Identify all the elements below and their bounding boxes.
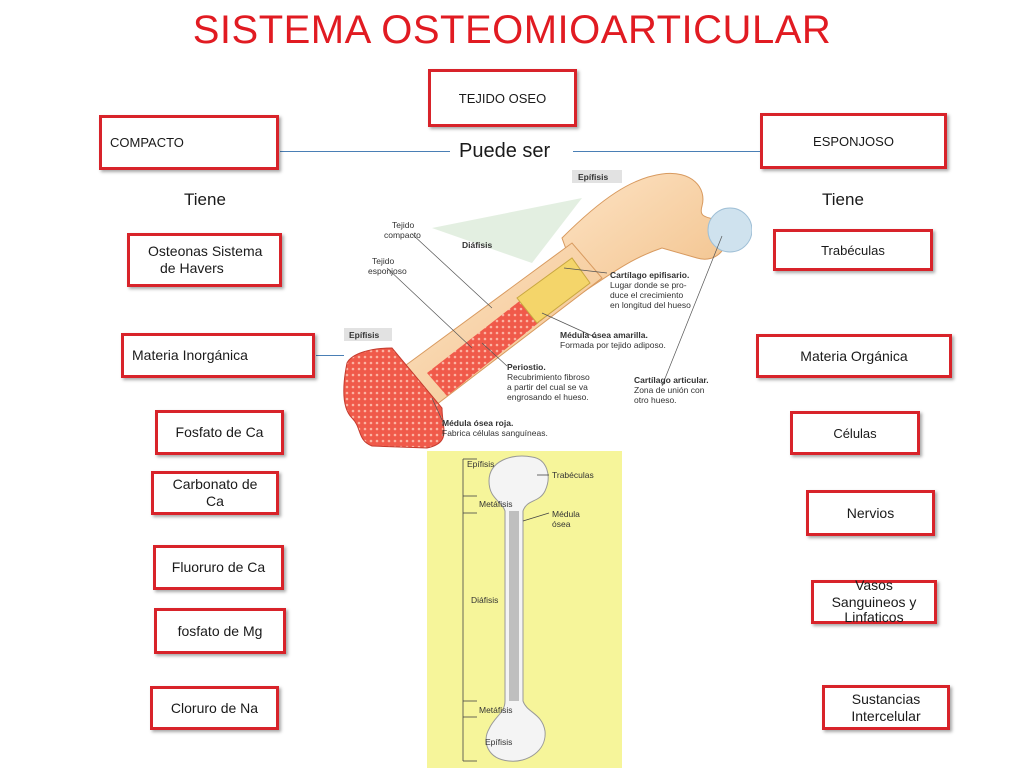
medula-roja-line2: Fabrica células sanguíneas. bbox=[442, 428, 548, 438]
cartilago-articular-line1: Cartílago articular. bbox=[634, 375, 709, 385]
upper-epiphysis bbox=[561, 172, 727, 294]
materia-inorganica-label: Materia Inorgánica bbox=[132, 347, 248, 363]
carbonato-ca-box: Carbonato de Ca bbox=[151, 471, 279, 515]
lower-epiphysis bbox=[343, 347, 445, 449]
cartilago-articular-line3: otro hueso. bbox=[634, 395, 677, 405]
sustancias-line2: Intercelular bbox=[851, 707, 921, 724]
cartilago-epifisario-line3: duce el crecimiento bbox=[610, 290, 684, 300]
connector-materia bbox=[316, 355, 344, 356]
compacto-label: COMPACTO bbox=[110, 135, 184, 150]
fosfato-mg-label: fosfato de Mg bbox=[177, 622, 263, 639]
trabeculas-box: Trabéculas bbox=[773, 229, 933, 271]
fosfato-mg-box: fosfato de Mg bbox=[154, 608, 286, 654]
connector-left bbox=[280, 151, 450, 152]
medula-amarilla-line2: Formada por tejido adiposo. bbox=[560, 340, 666, 350]
cartilago-epifisario-line2: Lugar donde se pro- bbox=[610, 280, 687, 290]
cloruro-na-label: Cloruro de Na bbox=[170, 699, 259, 716]
esponjoso-label: ESPONJOSO bbox=[813, 133, 894, 149]
cloruro-na-box: Cloruro de Na bbox=[150, 686, 279, 730]
fluoruro-ca-box: Fluoruro de Ca bbox=[153, 545, 284, 590]
fosfato-ca-label: Fosfato de Ca bbox=[175, 424, 264, 440]
tiene-left-label: Tiene bbox=[184, 190, 226, 209]
materia-inorganica-box: Materia Inorgánica bbox=[121, 333, 315, 378]
tejido-compacto-line2: compacto bbox=[384, 230, 421, 240]
articular-cartilage bbox=[707, 207, 752, 253]
tejido-oseo-box: TEJIDO OSEO bbox=[428, 69, 577, 127]
materia-organica-label: Materia Orgánica bbox=[800, 347, 908, 364]
osteonas-box: Osteonas Sistema de Havers bbox=[127, 233, 282, 287]
epifisis-left-tag bbox=[344, 328, 392, 341]
femur-medula-line1: Médula bbox=[552, 509, 580, 519]
epifisis-top-label: Epífisis bbox=[578, 172, 609, 182]
femur-epifisis-bottom: Epífisis bbox=[485, 737, 512, 747]
carbonato-line2: Ca bbox=[206, 493, 224, 509]
medula-roja-line1: Médula ósea roja. bbox=[442, 418, 513, 428]
femur-diafisis: Diáfisis bbox=[471, 595, 498, 605]
vasos-box: Vasos Sanguineos y Linfaticos bbox=[811, 577, 937, 625]
celulas-label: Células bbox=[833, 425, 877, 441]
compacto-box: COMPACTO bbox=[99, 115, 279, 170]
celulas-box: Células bbox=[790, 411, 920, 455]
vasos-line3: Linfaticos bbox=[844, 609, 904, 625]
puede-ser-label: Puede ser bbox=[459, 140, 551, 162]
femur-metafisis-top: Metáfisis bbox=[479, 499, 513, 509]
osteonas-line1: Osteonas Sistema bbox=[148, 243, 263, 259]
femur-metafisis-bottom: Metáfisis bbox=[479, 705, 513, 715]
yellow-marrow bbox=[516, 257, 591, 324]
periostio-line1: Periostio. bbox=[507, 362, 546, 372]
periostio-line3: a partir del cual se va bbox=[507, 382, 588, 392]
tejido-esponjoso-line1: Tejido bbox=[372, 256, 394, 266]
cartilago-articular-line2: Zona de unión con bbox=[634, 385, 705, 395]
femur-epifisis-top: Epífisis bbox=[467, 459, 494, 469]
trabeculas-label: Trabéculas bbox=[821, 242, 885, 258]
page-title: SISTEMA OSTEOMIOARTICULAR bbox=[192, 8, 832, 52]
long-bone-illustration: Epífisis Tejido compacto Tejido esponjos… bbox=[343, 170, 752, 449]
tejido-oseo-label: TEJIDO OSEO bbox=[458, 90, 547, 106]
vasos-line1: Vasos bbox=[855, 577, 893, 593]
cartilago-epifisario-line1: Cartílago epifisario. bbox=[610, 270, 689, 280]
fosfato-ca-box: Fosfato de Ca bbox=[155, 410, 284, 455]
vasos-line2: Sanguineos y bbox=[831, 594, 917, 610]
periostio-line4: engrosando el hueso. bbox=[507, 392, 589, 402]
tiene-right-label: Tiene bbox=[822, 190, 864, 209]
epifisis-top-tag bbox=[572, 170, 622, 183]
nervios-box: Nervios bbox=[806, 490, 935, 536]
tejido-compacto-line1: Tejido bbox=[392, 220, 414, 230]
epifisis-left-label: Epífisis bbox=[349, 330, 380, 340]
connector-right bbox=[573, 151, 761, 152]
diafisis-label: Diáfisis bbox=[462, 240, 493, 250]
femur-trabeculas: Trabéculas bbox=[552, 470, 594, 480]
periostio-line2: Recubrimiento fibroso bbox=[507, 372, 590, 382]
cartilago-epifisario-line4: en longitud del hueso bbox=[610, 300, 691, 310]
nervios-label: Nervios bbox=[846, 504, 895, 521]
femur-medula-line2: ósea bbox=[552, 519, 571, 529]
esponjoso-box: ESPONJOSO bbox=[760, 113, 947, 169]
carbonato-line1: Carbonato de bbox=[172, 476, 258, 492]
tejido-esponjoso-line2: esponjoso bbox=[368, 266, 407, 276]
materia-organica-box: Materia Orgánica bbox=[756, 334, 952, 378]
sustancias-line1: Sustancias bbox=[851, 690, 921, 707]
fluoruro-ca-label: Fluoruro de Ca bbox=[171, 559, 266, 575]
sustancias-box: Sustancias Intercelular bbox=[822, 685, 950, 730]
femur-illustration: Epífisis Trabéculas Metáfisis Médula óse… bbox=[427, 451, 622, 768]
medula-amarilla-line1: Médula ósea amarilla. bbox=[560, 330, 648, 340]
femur-medullary-cavity bbox=[509, 511, 519, 701]
osteonas-line2: de Havers bbox=[160, 260, 224, 276]
diafisis-highlight bbox=[432, 198, 582, 263]
